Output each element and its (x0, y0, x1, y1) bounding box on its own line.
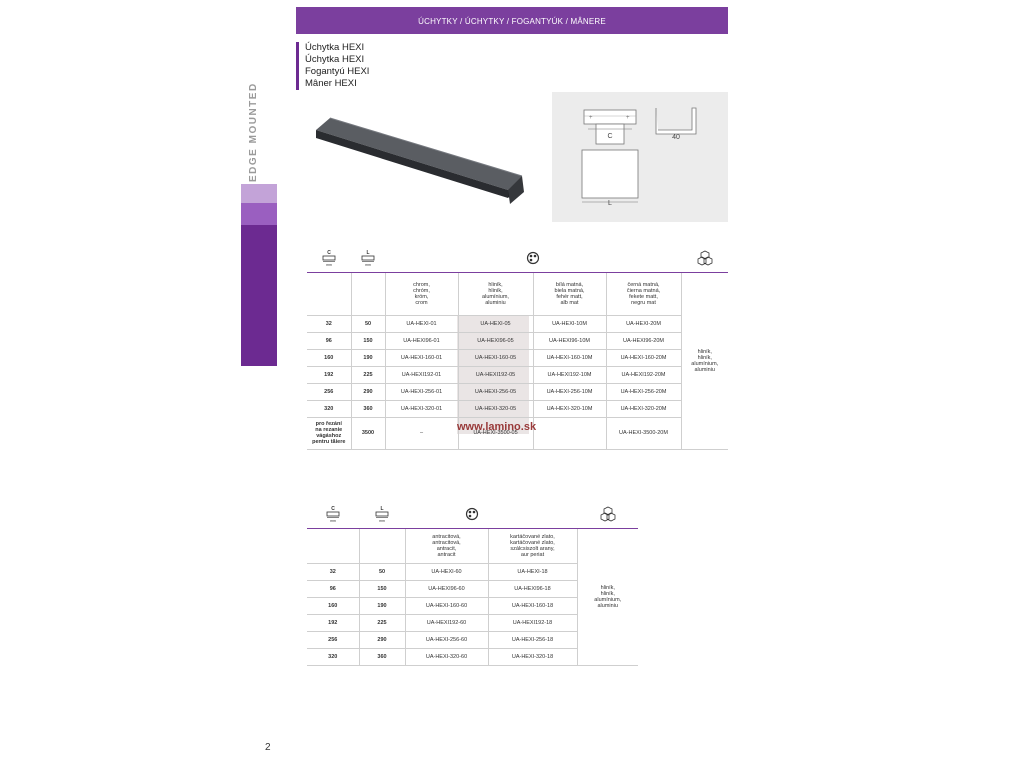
material-cell: hliník,hliník,alumínium,aluminiu (680, 272, 728, 450)
svg-text:C: C (331, 506, 335, 512)
technical-drawing: + + C L 40 (552, 92, 728, 222)
side-band-mid (241, 203, 277, 225)
svg-text:C: C (327, 250, 331, 256)
product-image (316, 117, 524, 204)
side-band-dark (241, 225, 277, 366)
dimension-diagram: + + C L 40 (581, 107, 697, 207)
material-cell: hliník,hliník,alumínium,aluminiu (576, 528, 638, 666)
color-palette-icon (405, 503, 577, 529)
svg-text:L: L (380, 506, 383, 512)
finish-header-chrome: chrom,chróm,króm,crom (384, 272, 458, 316)
product-title-sk: Úchytka HEXI (305, 54, 365, 65)
finish-header-aluminium: hliník,hliník,alumínium,aluminiu (457, 272, 533, 316)
svg-text:L: L (366, 250, 369, 256)
svg-text:+: + (589, 115, 593, 121)
page-number: 2 (265, 742, 271, 753)
product-title-hu: Fogantyú HEXI (305, 66, 370, 77)
side-band-light (241, 184, 277, 203)
svg-text:mm: mm (365, 263, 371, 267)
material-cubes-icon (577, 503, 638, 529)
finish-header-white-matt: bílá matná,biela matná,fehér matt,alb ma… (532, 272, 606, 316)
material-cubes-icon (681, 247, 728, 273)
product-titles: Úchytka HEXI Úchytka HEXI Fogantyú HEXI … (296, 42, 369, 90)
svg-text:+: + (626, 115, 630, 121)
finish-header-brushed-gold: kartáčované zlato,kartáčované zlato,szál… (487, 528, 577, 564)
svg-text:mm: mm (326, 263, 332, 267)
dim-c-label: C (607, 133, 612, 140)
product-title-cz: Úchytka HEXI (305, 42, 365, 53)
svg-text:mm: mm (330, 519, 336, 523)
category-header: ÚCHYTKY / ÚCHYTKY / FOGANTYÚK / MÂNERE (296, 7, 728, 34)
dim-l-label: L (608, 200, 612, 207)
finish-header-anthracite: antracitová,antracitová,antracit,antraci… (404, 528, 488, 564)
color-palette-icon (385, 247, 681, 273)
dim-depth-label: 40 (672, 134, 680, 141)
watermark: www.lamino.sk (457, 421, 537, 433)
product-title-ro: Mâner HEXI (305, 78, 357, 89)
svg-text:mm: mm (379, 519, 385, 523)
category-title: ÚCHYTKY / ÚCHYTKY / FOGANTYÚK / MÂNERE (418, 17, 606, 26)
side-label: EDGE MOUNTED (248, 82, 259, 182)
finish-header-black-matt: černá matná,čierna matná,fekete matt,neg… (605, 272, 681, 316)
